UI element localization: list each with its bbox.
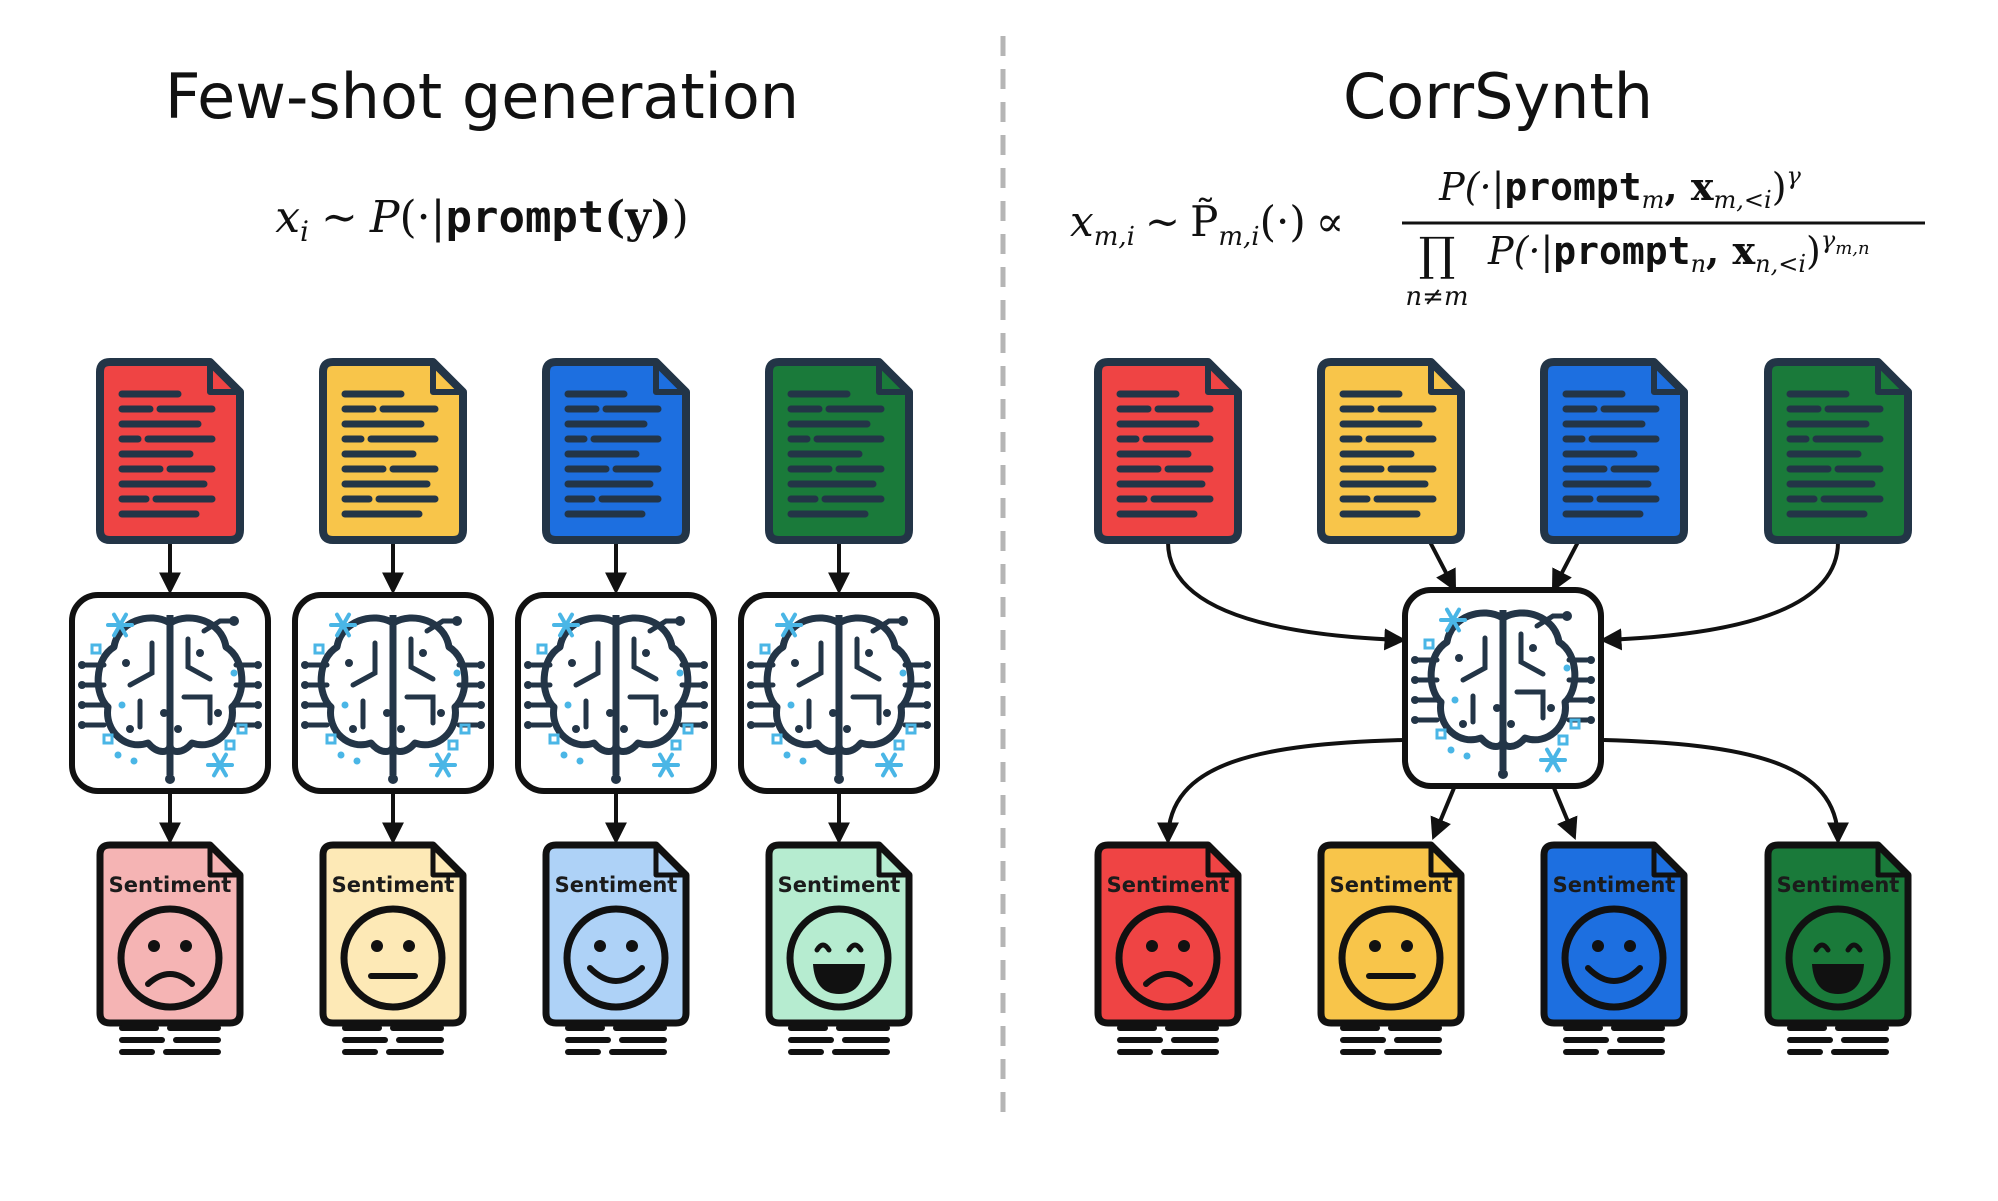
left-output-doc-icon: Sentiment xyxy=(96,841,244,1055)
left-panel-title: Few-shot generation xyxy=(165,60,799,133)
left-prompt-doc-icon xyxy=(319,358,467,544)
right-formula-lhs: xm,i~P̃m,i(·)∝ xyxy=(1070,196,1344,252)
right-prompt-doc-icon xyxy=(1317,358,1465,544)
right-model-to-output-arrow xyxy=(1603,738,1849,845)
right-formula-numerator: P(·|promptm, xm,<i)γ xyxy=(1438,162,1801,214)
face-neutral-icon xyxy=(1338,905,1444,1011)
right-doc-to-model-arrow xyxy=(1551,541,1580,592)
right-output-doc-icon: Sentiment xyxy=(1540,841,1688,1055)
left-prompt-doc-icon xyxy=(765,358,913,544)
right-formula-denominator: P(·|promptn, xn,<i)γm,n xyxy=(1487,226,1870,278)
left-output-doc-icon: Sentiment xyxy=(542,841,690,1055)
left-model-icon xyxy=(738,592,940,794)
right-doc-to-model-arrow xyxy=(1599,541,1840,651)
right-doc-to-model-arrow xyxy=(1428,541,1457,592)
sentiment-label: Sentiment xyxy=(1330,873,1453,897)
left-formula: xi~P(·|prompt(y)) xyxy=(275,192,689,248)
face-sad-icon xyxy=(117,905,223,1011)
face-smile-icon xyxy=(1561,905,1667,1011)
right-prompt-doc-icon xyxy=(1764,358,1912,544)
left-prompt-doc-icon xyxy=(96,358,244,544)
left-output-doc-icon: Sentiment xyxy=(765,841,913,1055)
right-doc-to-model-arrow xyxy=(1166,541,1407,651)
left-prompt-doc-icon xyxy=(542,358,690,544)
left-model-icon xyxy=(292,592,494,794)
icons-layer: Sentiment Sentiment Sentiment Sentiment Sent… xyxy=(69,358,1912,1055)
left-model-icon xyxy=(515,592,717,794)
sentiment-label: Sentiment xyxy=(1107,873,1230,897)
product-symbol: ∏ xyxy=(1419,227,1456,281)
sentiment-label: Sentiment xyxy=(778,873,901,897)
product-subscript: n≠m xyxy=(1405,282,1468,312)
sentiment-label: Sentiment xyxy=(109,873,232,897)
right-output-doc-icon: Sentiment xyxy=(1094,841,1242,1055)
sentiment-label: Sentiment xyxy=(332,873,455,897)
right-model-to-output-arrow xyxy=(1552,787,1578,841)
right-panel-title: CorrSynth xyxy=(1343,60,1653,133)
right-model-to-output-arrow xyxy=(1430,787,1456,841)
face-neutral-icon xyxy=(340,905,446,1011)
right-prompt-doc-icon xyxy=(1094,358,1242,544)
right-shared-model-icon xyxy=(1402,587,1604,789)
right-model-to-output-arrow xyxy=(1157,738,1403,845)
right-output-doc-icon: Sentiment xyxy=(1764,841,1912,1055)
left-model-icon xyxy=(69,592,271,794)
face-sad-icon xyxy=(1115,905,1221,1011)
sentiment-label: Sentiment xyxy=(1777,873,1900,897)
sentiment-label: Sentiment xyxy=(555,873,678,897)
sentiment-label: Sentiment xyxy=(1553,873,1676,897)
left-output-doc-icon: Sentiment xyxy=(319,841,467,1055)
right-prompt-doc-icon xyxy=(1540,358,1688,544)
face-grin-icon xyxy=(786,905,892,1011)
right-output-doc-icon: Sentiment xyxy=(1317,841,1465,1055)
face-grin-icon xyxy=(1785,905,1891,1011)
face-smile-icon xyxy=(563,905,669,1011)
